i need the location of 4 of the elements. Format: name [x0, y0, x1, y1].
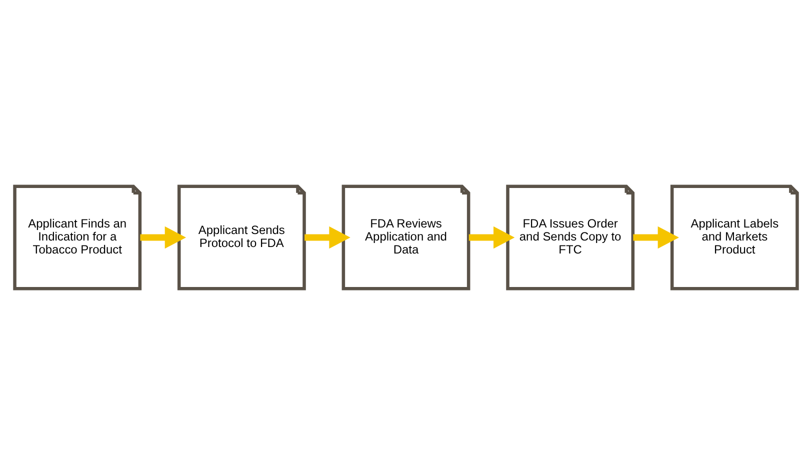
arrow — [140, 226, 186, 249]
arrow — [304, 226, 350, 249]
arrow — [468, 226, 515, 249]
arrow — [633, 226, 679, 249]
